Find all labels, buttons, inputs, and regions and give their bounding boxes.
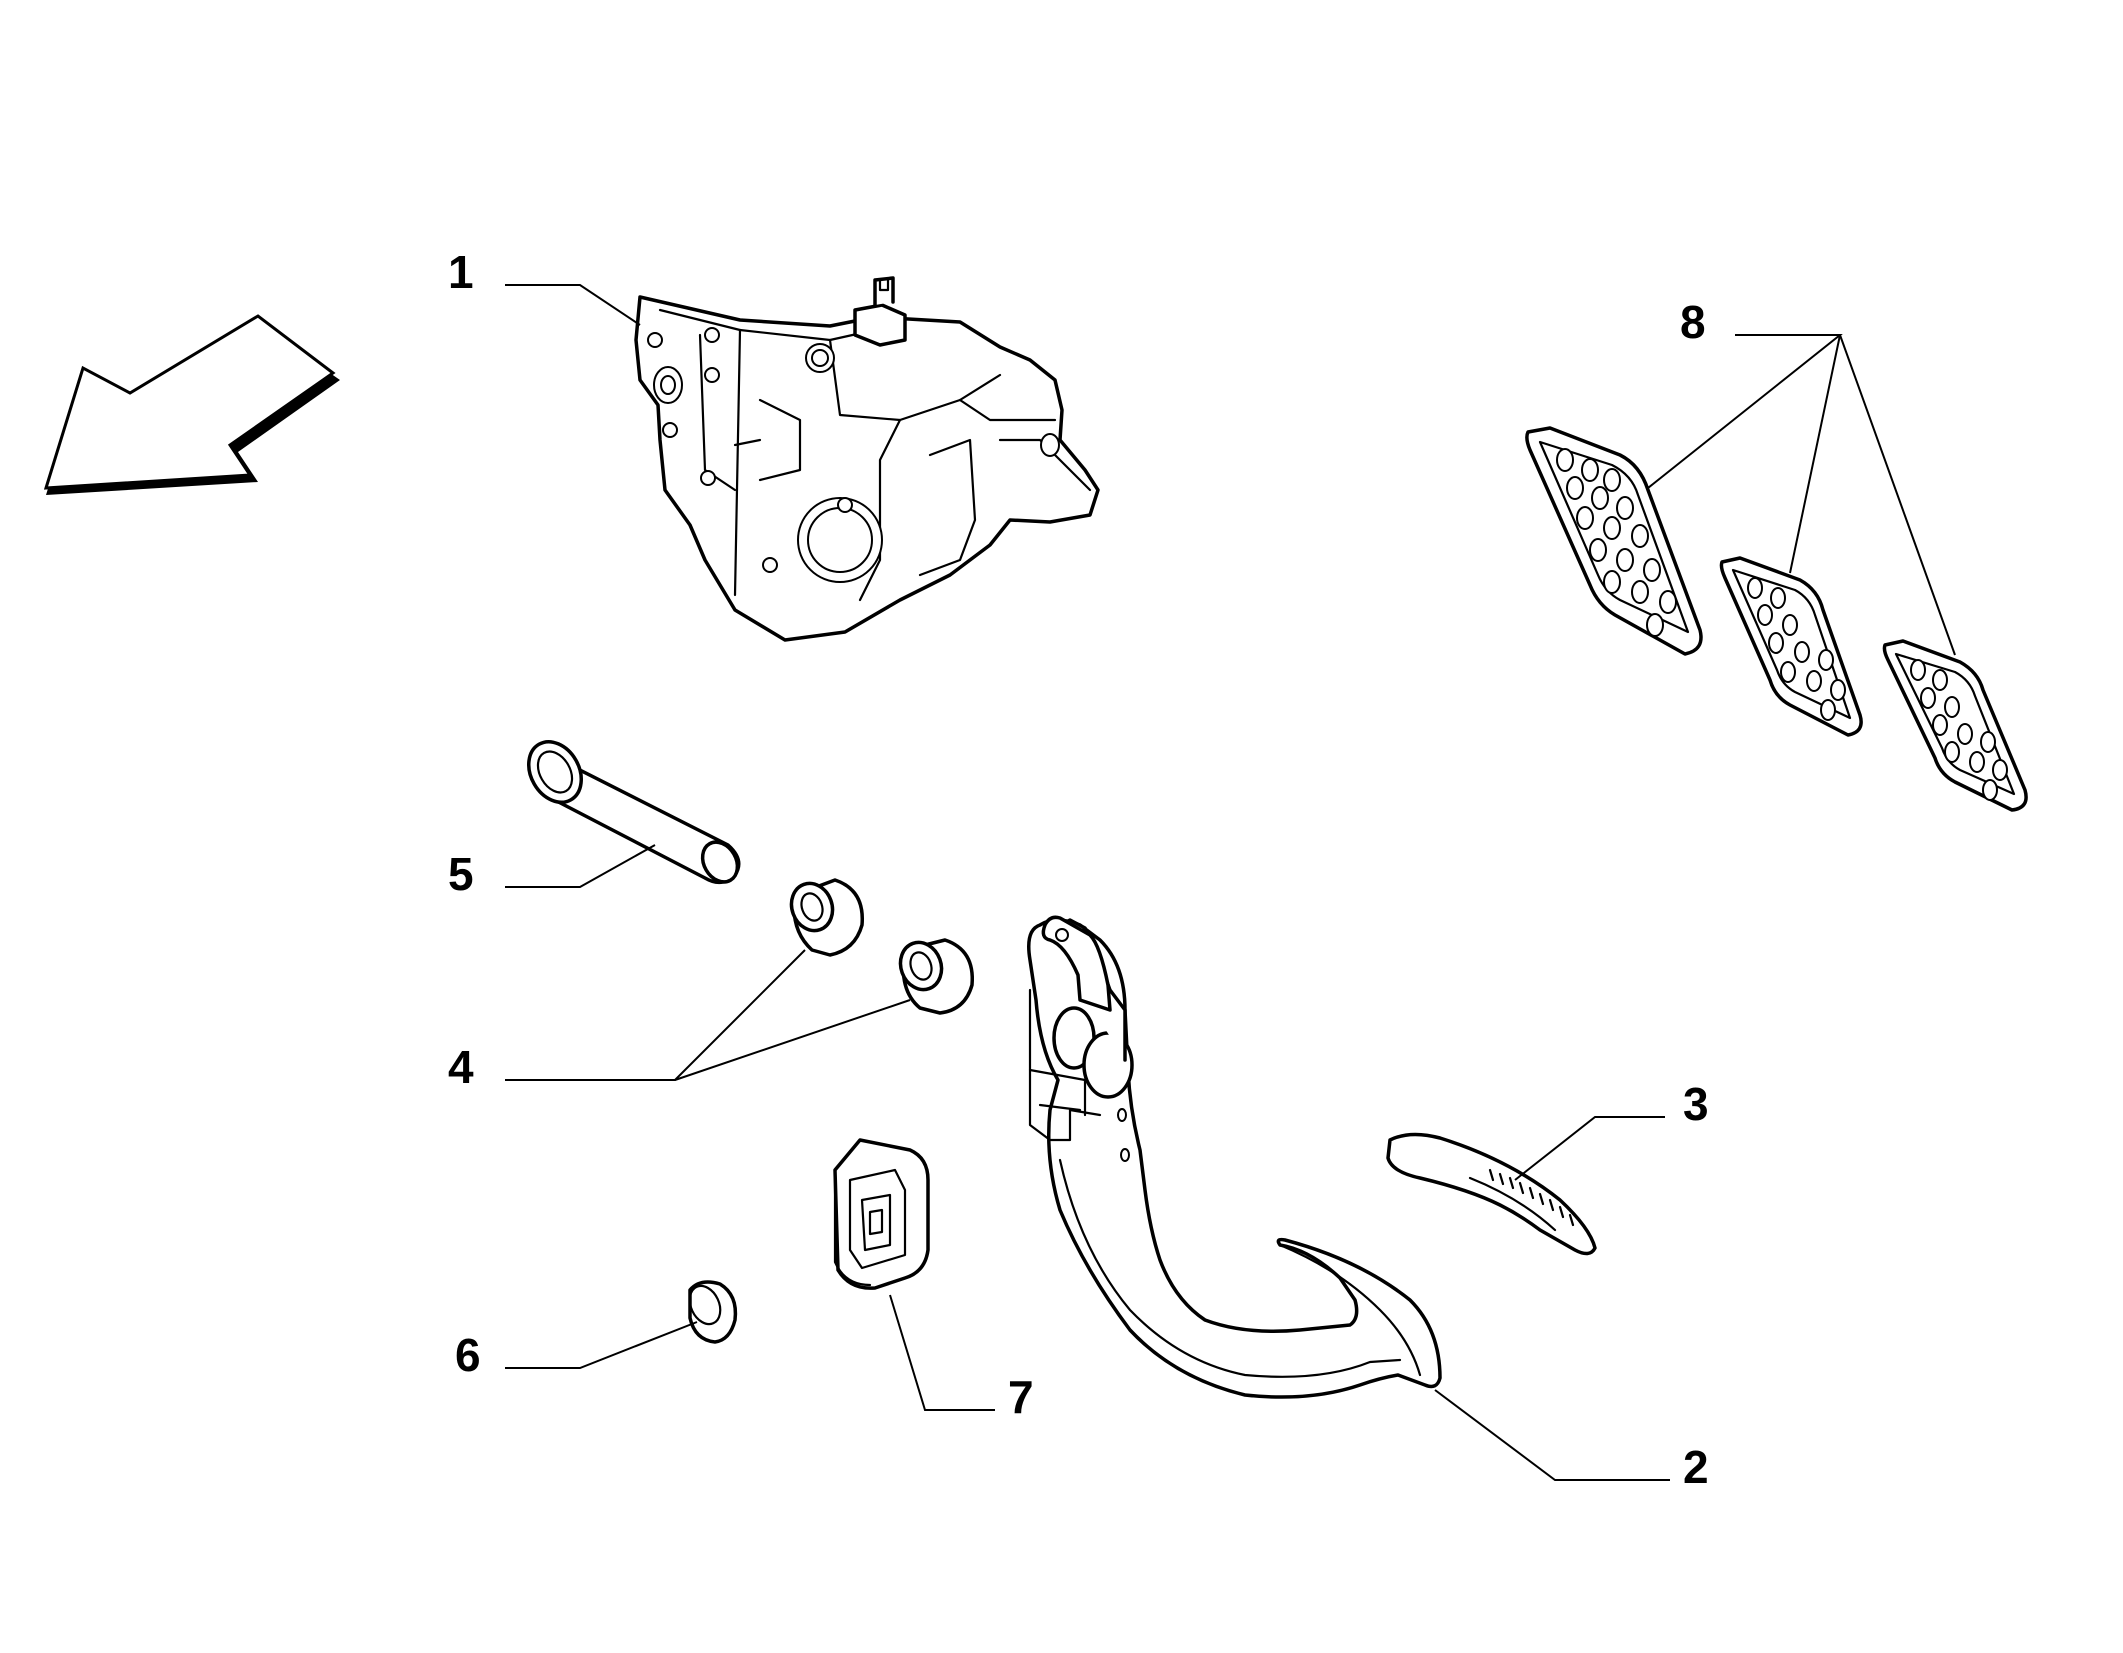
direction-arrow-icon <box>43 314 340 495</box>
bushing-upper <box>789 878 864 957</box>
pivot-pin <box>527 740 741 885</box>
callout-7-label: 7 <box>1008 1371 1034 1423</box>
callout-5-label: 5 <box>448 848 474 900</box>
pedal-stop-block <box>833 1138 930 1290</box>
pedal-arm <box>1027 915 1442 1399</box>
pedal-cap <box>688 1280 738 1344</box>
callout-3-label: 3 <box>1683 1078 1709 1130</box>
bushing-lower <box>898 938 974 1015</box>
callout-8-label: 8 <box>1680 296 1706 348</box>
pedal-pad-medium <box>1719 556 1863 737</box>
callout-4-label: 4 <box>448 1041 474 1093</box>
pedal-pad-small <box>1882 639 2028 812</box>
ratchet-sector <box>1386 1132 1597 1256</box>
callout-2-label: 2 <box>1683 1441 1709 1493</box>
callout-1-label: 1 <box>448 246 474 298</box>
pedal-pad-large <box>1525 426 1703 656</box>
callout-6-label: 6 <box>455 1329 481 1381</box>
pedal-bracket-housing <box>634 276 1100 642</box>
